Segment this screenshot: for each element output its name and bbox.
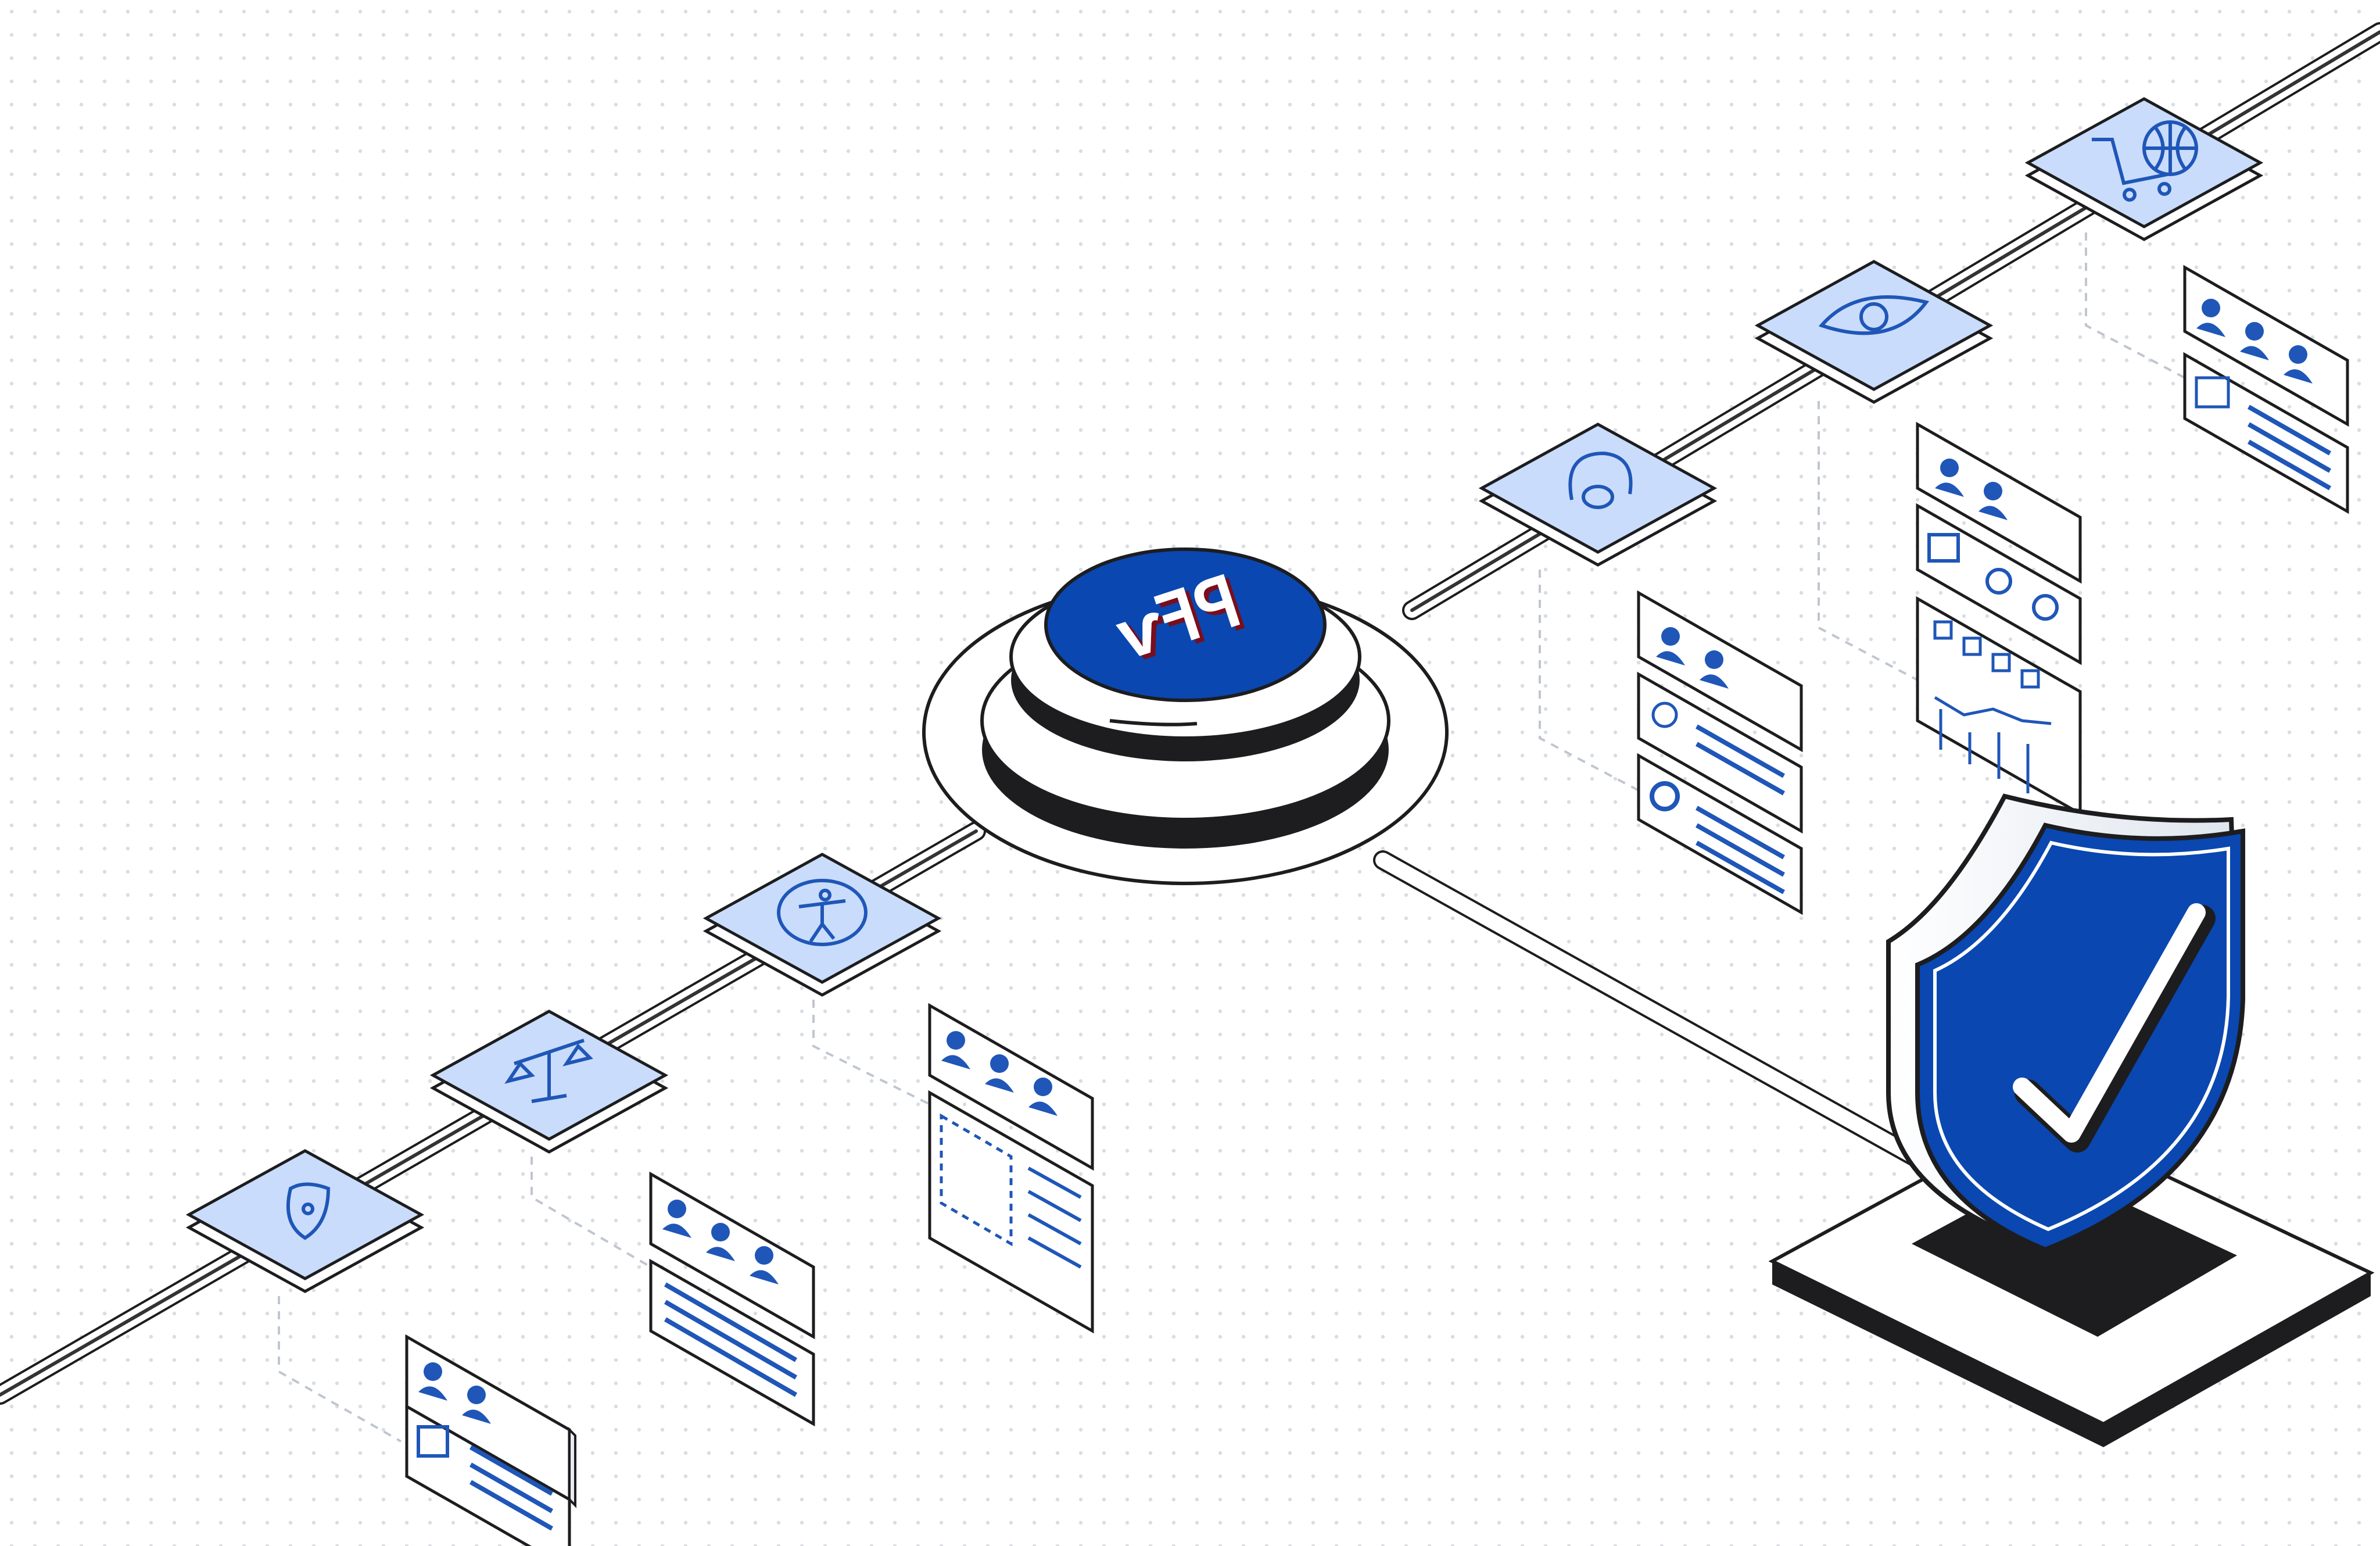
progress-ring-icon: [1650, 781, 1680, 811]
node-support[interactable]: [1478, 423, 1718, 567]
user-icon: [462, 1386, 491, 1424]
user-icon: [2196, 299, 2225, 337]
user-icon: [1656, 627, 1685, 665]
user-icon: [1700, 650, 1729, 689]
node-privacy[interactable]: [1754, 260, 1994, 404]
cards-privacy: [1916, 421, 2082, 817]
user-icon: [1978, 482, 2008, 520]
settings-icon: [2032, 594, 2059, 621]
checkmark-shield-icon: [2013, 903, 2206, 1143]
user-icon: [985, 1054, 1014, 1093]
user-icon: [2240, 322, 2269, 360]
headset-icon: [1568, 451, 1633, 509]
cards-lock: [405, 1334, 576, 1546]
central-hub: ⱱꟻꟼ ⱱꟻꟼ: [922, 547, 1449, 885]
shopping-cart-globe-icon: [2092, 120, 2198, 202]
node-lock[interactable]: [185, 1149, 425, 1293]
image-placeholder-icon: [940, 1113, 1013, 1247]
check-circle-icon: [1651, 702, 1678, 728]
hub-logo-disc: [1044, 547, 1327, 702]
shield-lock-icon: [286, 1182, 331, 1240]
cards-support: [1637, 590, 1803, 915]
cards-commerce: [2183, 264, 2349, 514]
node-accessibility[interactable]: [702, 853, 942, 997]
eye-icon: [1818, 295, 1930, 335]
verification-platform: [1768, 1114, 2375, 1447]
user-icon: [1028, 1078, 1058, 1116]
verification-shield: [1886, 793, 2245, 1252]
user-icon: [418, 1362, 447, 1401]
node-commerce[interactable]: [2024, 97, 2264, 241]
accessibility-icon: [777, 879, 868, 946]
user-icon: [1935, 459, 1964, 497]
cards-legal: [649, 1171, 815, 1427]
folder-icon: [1927, 533, 1960, 563]
user-icon: [662, 1200, 691, 1238]
node-legal[interactable]: [429, 1010, 669, 1154]
checkbox-checked-icon: [417, 1425, 449, 1458]
network-icon: [1985, 568, 2012, 595]
scales-icon: [504, 1039, 593, 1103]
user-icon: [706, 1223, 735, 1261]
analytics-chart-icon: [1933, 620, 2052, 793]
connector-lines: [278, 232, 2185, 1443]
user-icon: [2284, 345, 2313, 384]
product-page-icon: [2195, 376, 2230, 409]
cards-accessibility: [928, 1003, 1094, 1334]
user-icon: [941, 1031, 970, 1069]
user-icon: [750, 1246, 779, 1284]
